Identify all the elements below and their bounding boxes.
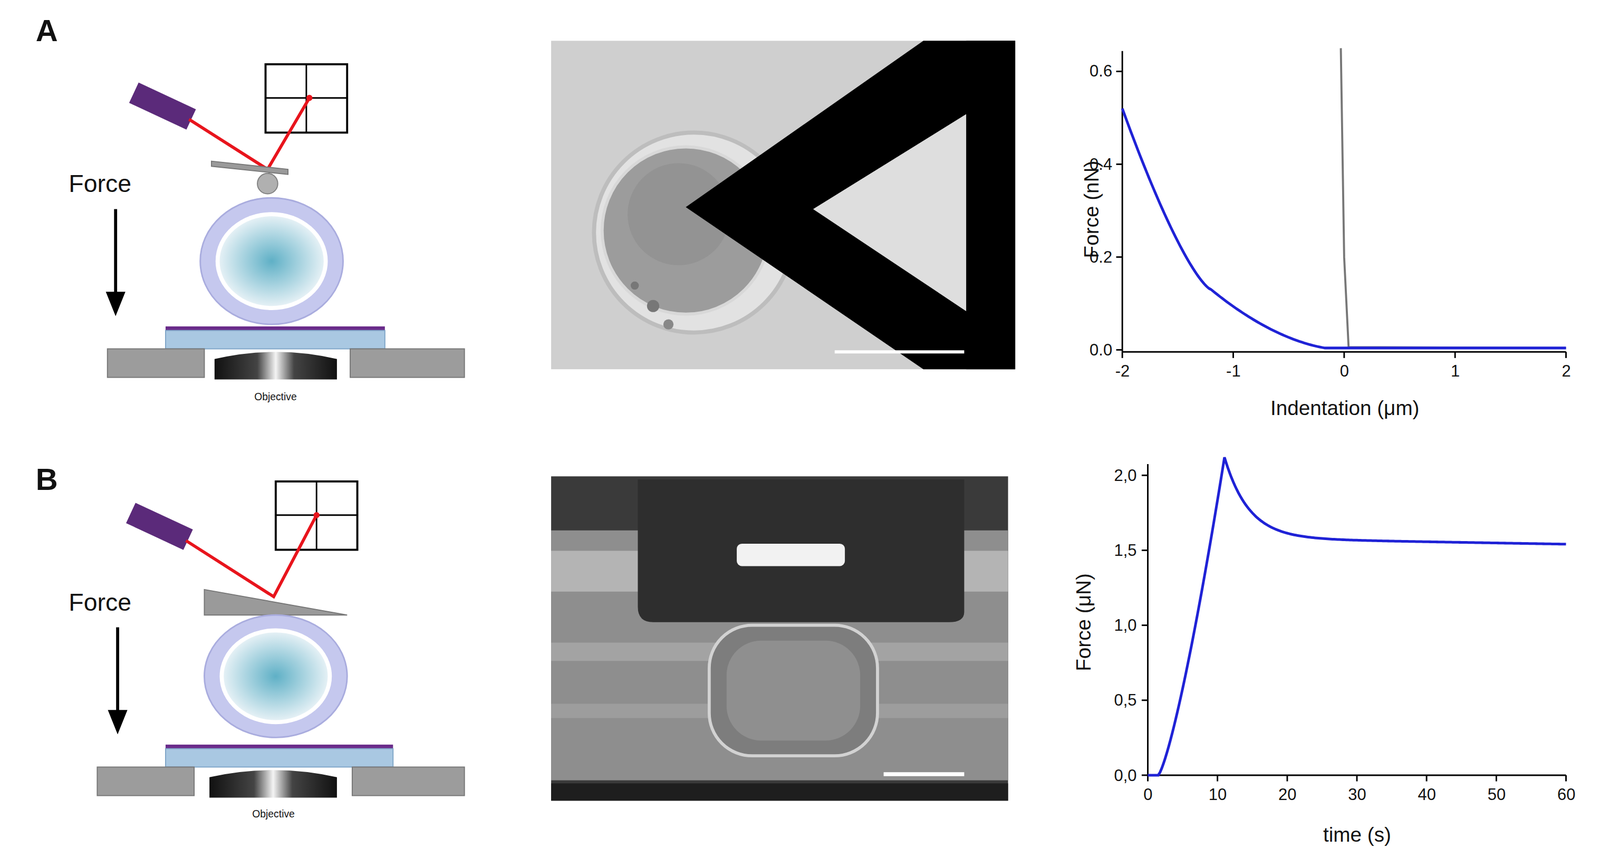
tick-label: -1: [1226, 363, 1241, 380]
afm-schematic-a: [107, 64, 465, 380]
tick-label: 0.4: [1089, 156, 1113, 173]
tick-label: 0.6: [1089, 63, 1113, 80]
force-label: Force: [68, 589, 132, 614]
objective-label: Objective: [254, 391, 297, 402]
tick-label: 30: [1347, 786, 1366, 804]
tick-label: 0.2: [1089, 248, 1113, 266]
tick-label: 40: [1417, 786, 1436, 804]
tick-label: 0: [1143, 786, 1153, 804]
tick-label: 10: [1208, 786, 1227, 804]
axis-title: Indentation (μm): [1270, 398, 1420, 419]
tick-label: -2: [1115, 363, 1131, 380]
tick-label: 1,0: [1114, 617, 1137, 634]
tick-label: 50: [1487, 786, 1506, 804]
axis-title: Force (nN): [1081, 160, 1103, 258]
axis-title: Force (μN): [1073, 573, 1095, 672]
tick-label: 0,0: [1114, 767, 1137, 784]
tick-label: 2,0: [1114, 467, 1137, 484]
plot-b-axes: [1141, 464, 1567, 782]
relaxation-curve: [1148, 457, 1567, 776]
panel-letter: A: [35, 15, 59, 46]
tick-label: 0: [1340, 363, 1349, 380]
force-label: Force: [68, 171, 132, 196]
tick-label: 0.0: [1089, 341, 1113, 359]
tick-label: 0,5: [1114, 692, 1137, 709]
tick-label: 2: [1562, 363, 1571, 380]
micrograph-b: [551, 476, 1008, 801]
panel-letter: B: [35, 464, 59, 495]
reference-curve: [1341, 47, 1567, 348]
tick-label: 1: [1450, 363, 1460, 380]
tick-label: 60: [1557, 786, 1576, 804]
afm-schematic-b: [97, 481, 465, 798]
indentation-curve: [1122, 108, 1566, 349]
force-curve-a: [1122, 47, 1566, 348]
micrograph-a: [551, 40, 1016, 370]
axis-title: time (s): [1323, 824, 1392, 845]
objective-label: Objective: [252, 808, 295, 819]
tick-label: 1,5: [1114, 542, 1137, 559]
tick-label: 20: [1278, 786, 1297, 804]
force-curve-b: [1148, 457, 1567, 776]
